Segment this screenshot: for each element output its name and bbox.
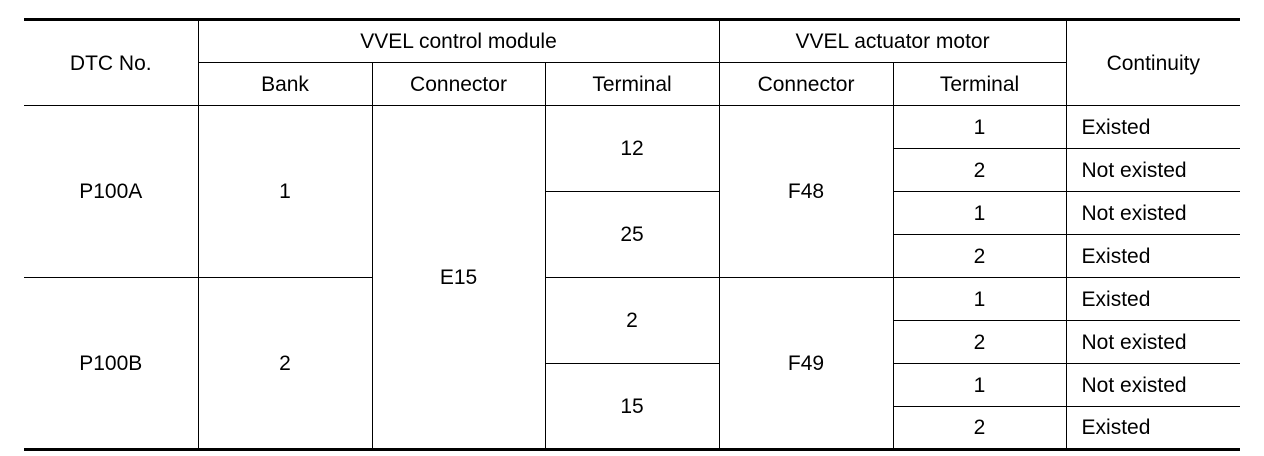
header-dtc-no: DTC No.	[24, 18, 199, 106]
header-vvel-actuator-motor: VVEL actuator motor	[718, 18, 1067, 63]
module-terminal-cell: 25	[545, 191, 720, 278]
motor-terminal-cell: 2	[893, 234, 1067, 278]
header-bank: Bank	[197, 62, 373, 106]
header-motor-connector: Connector	[718, 62, 894, 106]
table-row: 2 Existed	[24, 234, 1241, 278]
motor-terminal-cell: 1	[892, 105, 1067, 149]
header-motor-terminal: Terminal	[892, 62, 1067, 106]
table-row: 2 Existed	[24, 406, 1241, 451]
table-row: P100A 1 E15 12 F48 1 Existed	[24, 105, 1241, 451]
module-terminal-cell: 2	[544, 277, 720, 364]
continuity-cell: Existed	[1065, 277, 1241, 321]
header-module-connector: Connector	[371, 62, 546, 106]
header-continuity: Continuity	[1065, 18, 1241, 106]
bank-cell: 2	[197, 277, 373, 451]
motor-terminal-cell: 1	[892, 191, 1067, 235]
continuity-cell: Not existed	[1065, 191, 1241, 235]
module-terminal-cell: 12	[544, 105, 720, 192]
continuity-cell: Not existed	[1065, 320, 1241, 364]
table-row: 2 Not existed	[24, 148, 1241, 192]
continuity-cell: Existed	[1065, 406, 1241, 451]
continuity-cell: Not existed	[1065, 148, 1241, 192]
motor-terminal-cell: 1	[892, 363, 1067, 407]
table-row: P100B 2 2 F49 1 Existed	[24, 277, 1241, 451]
continuity-cell: Existed	[1065, 234, 1241, 278]
motor-terminal-cell: 1	[892, 277, 1067, 321]
table-row: 25 1 Not existed	[24, 191, 1241, 278]
motor-terminal-cell: 2	[893, 148, 1067, 192]
header-module-terminal: Terminal	[544, 62, 720, 106]
motor-terminal-cell: 2	[893, 320, 1067, 364]
continuity-cell: Not existed	[1065, 363, 1241, 407]
motor-connector-cell: F49	[718, 277, 894, 451]
dtc-cell: P100B	[24, 277, 199, 451]
module-terminal-cell: 15	[545, 363, 720, 451]
continuity-table: DTC No. VVEL control module VVEL actuato…	[24, 18, 1241, 451]
motor-terminal-cell: 2	[893, 406, 1067, 451]
dtc-cell: P100A	[24, 105, 199, 278]
motor-connector-cell: F48	[718, 105, 894, 278]
module-connector-cell: E15	[371, 105, 546, 451]
header-vvel-control-module: VVEL control module	[197, 18, 720, 63]
continuity-cell: Existed	[1065, 105, 1241, 149]
bank-cell: 1	[197, 105, 373, 278]
table-row: 15 1 Not existed	[24, 363, 1241, 451]
